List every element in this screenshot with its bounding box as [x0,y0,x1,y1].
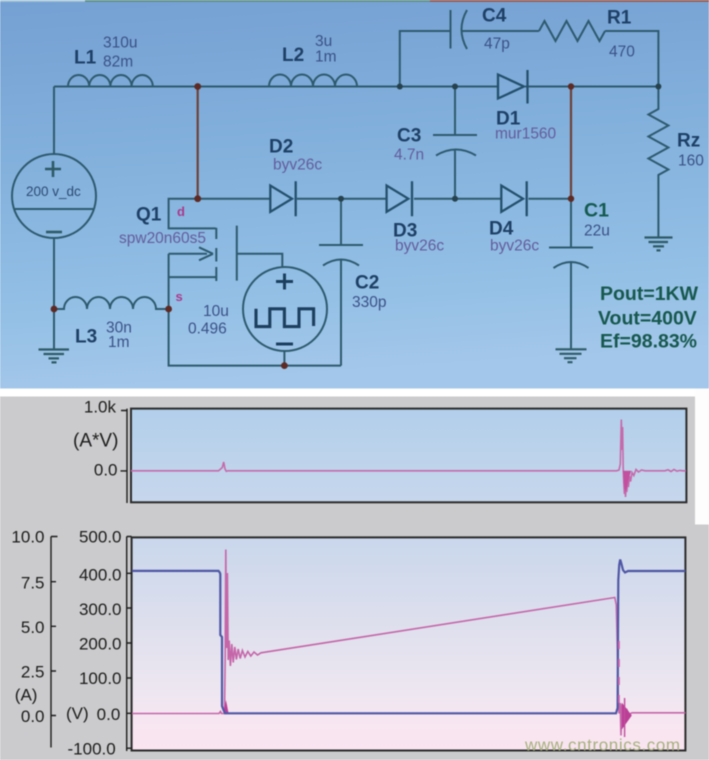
svg-text:D4: D4 [489,219,514,240]
svg-text:0.0: 0.0 [94,461,118,480]
svg-text:L2: L2 [282,45,304,66]
svg-text:1m: 1m [108,334,130,351]
svg-text:L1: L1 [74,48,97,69]
svg-text:(A): (A) [15,686,38,705]
svg-text:(A*V): (A*V) [73,431,118,452]
svg-text:C3: C3 [397,126,421,147]
svg-text:5.0: 5.0 [21,618,45,637]
svg-text:82m: 82m [103,54,133,71]
svg-text:byv26c: byv26c [490,238,539,255]
svg-text:-100.0: -100.0 [68,740,116,759]
svg-text:mur1560: mur1560 [495,126,557,143]
svg-text:D1: D1 [496,109,521,130]
svg-text:L3: L3 [75,327,97,348]
svg-text:Rz: Rz [677,131,700,152]
svg-text:2.5: 2.5 [21,663,45,682]
svg-text:0.0: 0.0 [97,705,121,724]
svg-text:160: 160 [678,153,704,170]
svg-text:C1: C1 [584,200,609,222]
svg-text:Pout=1KW: Pout=1KW [600,283,699,305]
svg-text:470: 470 [609,44,635,61]
svg-text:10u: 10u [203,303,229,320]
svg-text:330p: 330p [352,294,386,311]
svg-text:10.0: 10.0 [11,528,44,547]
svg-text:200 v_dc: 200 v_dc [26,184,81,199]
svg-text:R1: R1 [607,8,632,29]
svg-text:0.496: 0.496 [188,321,227,338]
svg-text:500.0: 500.0 [79,528,122,547]
svg-text:4.7n: 4.7n [394,147,424,164]
svg-text:0.0: 0.0 [21,707,45,726]
svg-text:310u: 310u [103,35,137,52]
svg-text:1m: 1m [315,49,337,66]
svg-text:1.0k: 1.0k [84,398,117,417]
svg-text:7.5: 7.5 [21,574,45,593]
svg-text:200.0: 200.0 [79,635,122,654]
svg-text:Ef=98.83%: Ef=98.83% [600,331,697,353]
svg-text:(V): (V) [66,704,89,723]
svg-text:byv26c: byv26c [273,157,322,174]
svg-text:100.0: 100.0 [79,669,122,688]
svg-text:byv26c: byv26c [395,238,444,255]
svg-text:22u: 22u [584,223,610,240]
svg-text:C2: C2 [355,273,379,294]
svg-text:300.0: 300.0 [79,600,122,619]
svg-text:s: s [176,289,183,304]
svg-text:D3: D3 [393,221,417,242]
svg-text:400.0: 400.0 [79,565,122,584]
svg-text:30n: 30n [106,320,132,337]
svg-text:C4: C4 [482,6,507,27]
svg-text:D2: D2 [269,137,293,158]
svg-text:d: d [177,204,185,219]
svg-text:www.cntronics.com: www.cntronics.com [524,736,681,755]
svg-text:Q1: Q1 [136,205,162,226]
svg-text:spw20n60s5: spw20n60s5 [119,230,206,247]
svg-text:3u: 3u [315,33,332,50]
svg-text:Vout=400V: Vout=400V [598,308,697,330]
svg-text:47p: 47p [484,36,510,53]
